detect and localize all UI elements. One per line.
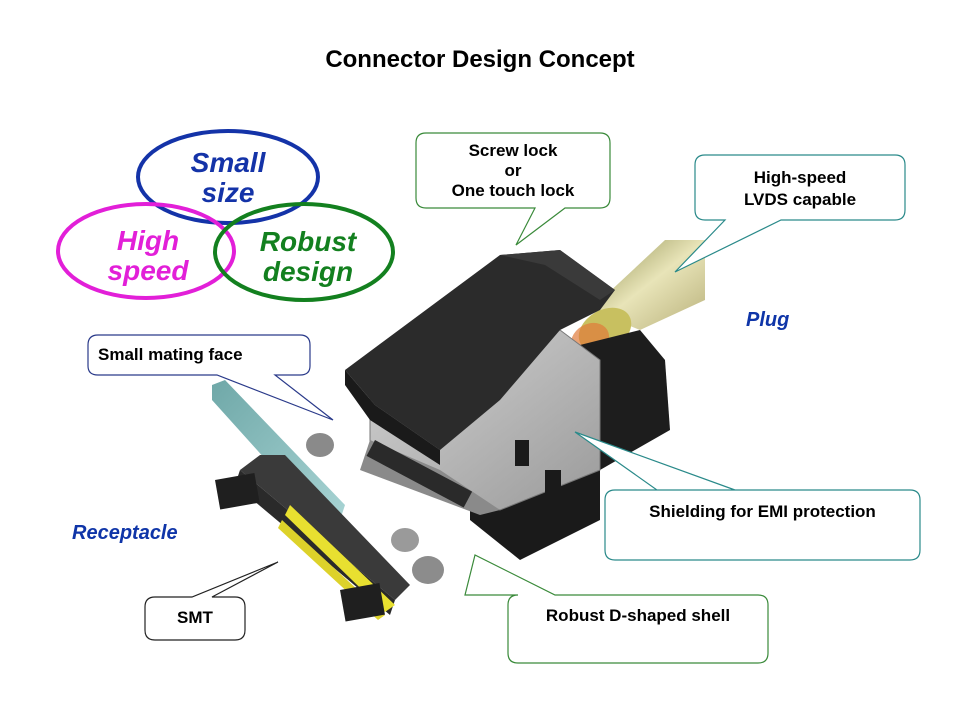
callout-lvds-shape (674, 154, 906, 273)
venn-label-high-speed: High speed (88, 226, 208, 286)
callout-mating-face: Small mating face (98, 345, 243, 364)
venn-label-robust-design: Robust design (238, 227, 378, 287)
venn-small-line1: Small (190, 147, 266, 178)
callout-smt: SMT (177, 608, 213, 627)
callout-lvds-line2: LVDS capable (743, 190, 857, 209)
callout-lock: Screw lock or One touch lock (416, 141, 610, 201)
plug-connector-image (345, 240, 705, 560)
venn-robust-line1: Robust (259, 226, 357, 257)
callout-mating-face-shape (87, 334, 334, 421)
callout-lock-line1: Screw lock (468, 141, 558, 160)
callout-lvds: High-speed LVDS capable (695, 167, 905, 211)
venn-high-line2: speed (107, 255, 189, 286)
venn-label-small-size: Small size (168, 148, 288, 208)
venn-small-line2: size (201, 177, 255, 208)
callout-shielding: Shielding for EMI protection (649, 502, 876, 521)
callout-lock-line2: or (504, 161, 522, 180)
callout-lvds-line1: High-speed (753, 168, 847, 187)
venn-ellipse-small-size (136, 129, 320, 225)
venn-ellipse-high-speed (56, 202, 236, 300)
venn-robust-line2: design (262, 256, 354, 287)
page-title: Connector Design Concept (325, 46, 635, 73)
callout-shielding-shape (574, 431, 921, 561)
receptacle-connector-image (212, 380, 444, 622)
callout-shell-shape (464, 554, 769, 664)
receptacle-label: Receptacle (72, 522, 178, 544)
callout-lock-shape (415, 132, 611, 246)
plug-label: Plug (746, 309, 790, 331)
venn-high-line1: High (116, 225, 180, 256)
callout-lock-line3: One touch lock (451, 181, 575, 200)
venn-ellipse-robust-design (213, 202, 395, 302)
callout-smt-shape (144, 561, 279, 641)
callout-shell: Robust D-shaped shell (545, 606, 731, 625)
